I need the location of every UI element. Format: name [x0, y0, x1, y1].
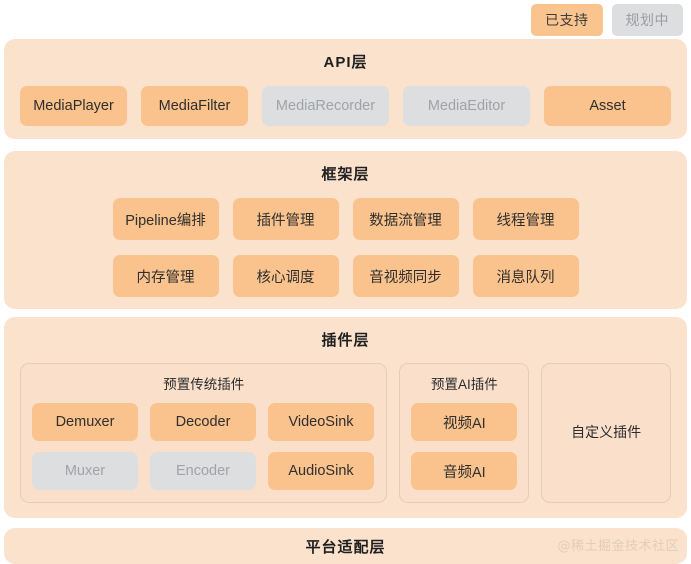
- traditional-row-1: Demuxer Decoder VideoSink: [32, 403, 375, 441]
- legend: 已支持 规划中: [531, 4, 683, 36]
- plugin-box-audiosink[interactable]: AudioSink: [268, 452, 374, 490]
- api-box-mediaplayer[interactable]: MediaPlayer: [20, 86, 127, 126]
- layer-framework: 框架层 Pipeline编排 插件管理 数据流管理 线程管理 内存管理 核心调度…: [4, 151, 687, 309]
- layer-api-title: API层: [323, 54, 368, 71]
- api-box-mediaeditor[interactable]: MediaEditor: [403, 86, 530, 126]
- plugin-box-video-ai[interactable]: 视频AI: [411, 403, 518, 441]
- plugin-group-ai-title: 预置AI插件: [430, 377, 498, 392]
- framework-box-dataflow-manage[interactable]: 数据流管理: [352, 198, 459, 240]
- framework-box-thread-manage[interactable]: 线程管理: [472, 198, 579, 240]
- plugin-group-traditional-title: 预置传统插件: [163, 377, 245, 392]
- framework-box-pipeline[interactable]: Pipeline编排: [112, 198, 219, 240]
- watermark: @稀土掘金技术社区: [557, 539, 679, 554]
- plugin-group-ai: 预置AI插件 视频AI 音频AI: [399, 363, 530, 503]
- legend-item-planned[interactable]: 规划中: [611, 4, 683, 36]
- layer-api-box-row: MediaPlayer MediaFilter MediaRecorder Me…: [4, 86, 687, 126]
- plugin-box-muxer[interactable]: Muxer: [32, 452, 138, 490]
- framework-box-av-sync[interactable]: 音视频同步: [352, 255, 459, 297]
- plugin-groups: 预置传统插件 Demuxer Decoder VideoSink Muxer E…: [20, 363, 672, 503]
- framework-box-memory-manage[interactable]: 内存管理: [112, 255, 219, 297]
- layer-platform: 平台适配层: [4, 528, 687, 564]
- plugin-box-audio-ai[interactable]: 音频AI: [411, 452, 518, 490]
- layer-framework-title: 框架层: [321, 166, 370, 183]
- plugin-box-demuxer[interactable]: Demuxer: [32, 403, 138, 441]
- plugin-box-encoder[interactable]: Encoder: [150, 452, 256, 490]
- layer-plugin-title: 插件层: [321, 332, 370, 349]
- traditional-row-2: Muxer Encoder AudioSink: [32, 452, 375, 490]
- framework-box-message-queue[interactable]: 消息队列: [472, 255, 579, 297]
- framework-box-core-schedule[interactable]: 核心调度: [232, 255, 339, 297]
- api-box-mediafilter[interactable]: MediaFilter: [141, 86, 248, 126]
- plugin-box-videosink[interactable]: VideoSink: [268, 403, 374, 441]
- framework-box-plugin-manage[interactable]: 插件管理: [232, 198, 339, 240]
- plugin-box-decoder[interactable]: Decoder: [150, 403, 256, 441]
- layer-framework-grid: Pipeline编排 插件管理 数据流管理 线程管理 内存管理 核心调度 音视频…: [4, 198, 687, 297]
- api-box-asset[interactable]: Asset: [544, 86, 671, 126]
- layer-platform-title: 平台适配层: [305, 538, 386, 556]
- plugin-group-custom-label: 自定义插件: [571, 423, 642, 440]
- legend-item-supported[interactable]: 已支持: [531, 4, 603, 36]
- layer-api: API层 MediaPlayer MediaFilter MediaRecord…: [4, 39, 687, 139]
- framework-row-1: Pipeline编排 插件管理 数据流管理 线程管理: [112, 198, 579, 240]
- framework-row-2: 内存管理 核心调度 音视频同步 消息队列: [112, 255, 579, 297]
- api-box-mediarecorder[interactable]: MediaRecorder: [262, 86, 389, 126]
- plugin-group-custom[interactable]: 自定义插件: [541, 363, 672, 503]
- layer-plugin: 插件层 预置传统插件 Demuxer Decoder VideoSink Mux…: [4, 317, 687, 518]
- ai-box-column: 视频AI 音频AI: [411, 403, 518, 490]
- plugin-group-traditional: 预置传统插件 Demuxer Decoder VideoSink Muxer E…: [20, 363, 388, 503]
